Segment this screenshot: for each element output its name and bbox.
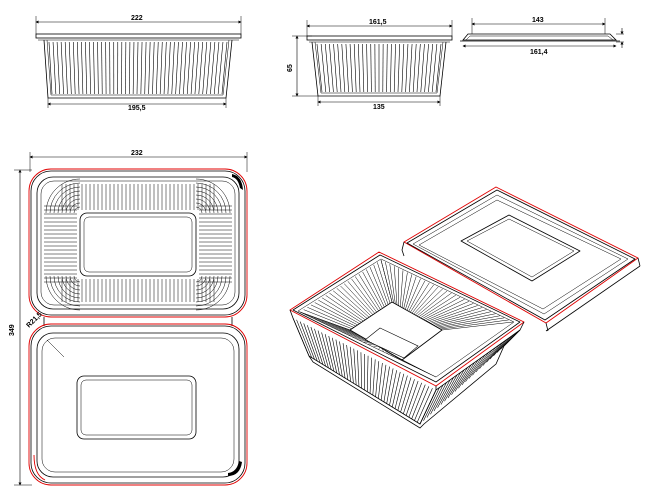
isometric-view [290,187,640,428]
plan-width-label: 232 [131,150,143,157]
lid-top-width-label: 143 [532,17,544,24]
lid-bottom-width-label: 161,4 [530,49,548,56]
side-bottom-width-label: 135 [373,104,385,111]
front-elevation-view: 222 195,5 [36,15,241,112]
side-rib-lines [317,44,441,92]
side-elevation-view: 161,5 65 135 [287,19,452,111]
lid-section-view: 143 161,4 [460,17,624,56]
front-rib-lines [49,42,227,94]
tray-base-panel [80,213,196,276]
front-top-width-label: 222 [131,15,143,22]
front-bottom-width-label: 195,5 [128,105,146,112]
side-height-label: 65 [287,64,294,72]
plan-height-label: 349 [9,324,16,336]
side-top-width-label: 161,5 [369,19,387,26]
plan-view: 232 349 R21,5 [9,150,247,485]
lid-label-panel [77,376,196,439]
